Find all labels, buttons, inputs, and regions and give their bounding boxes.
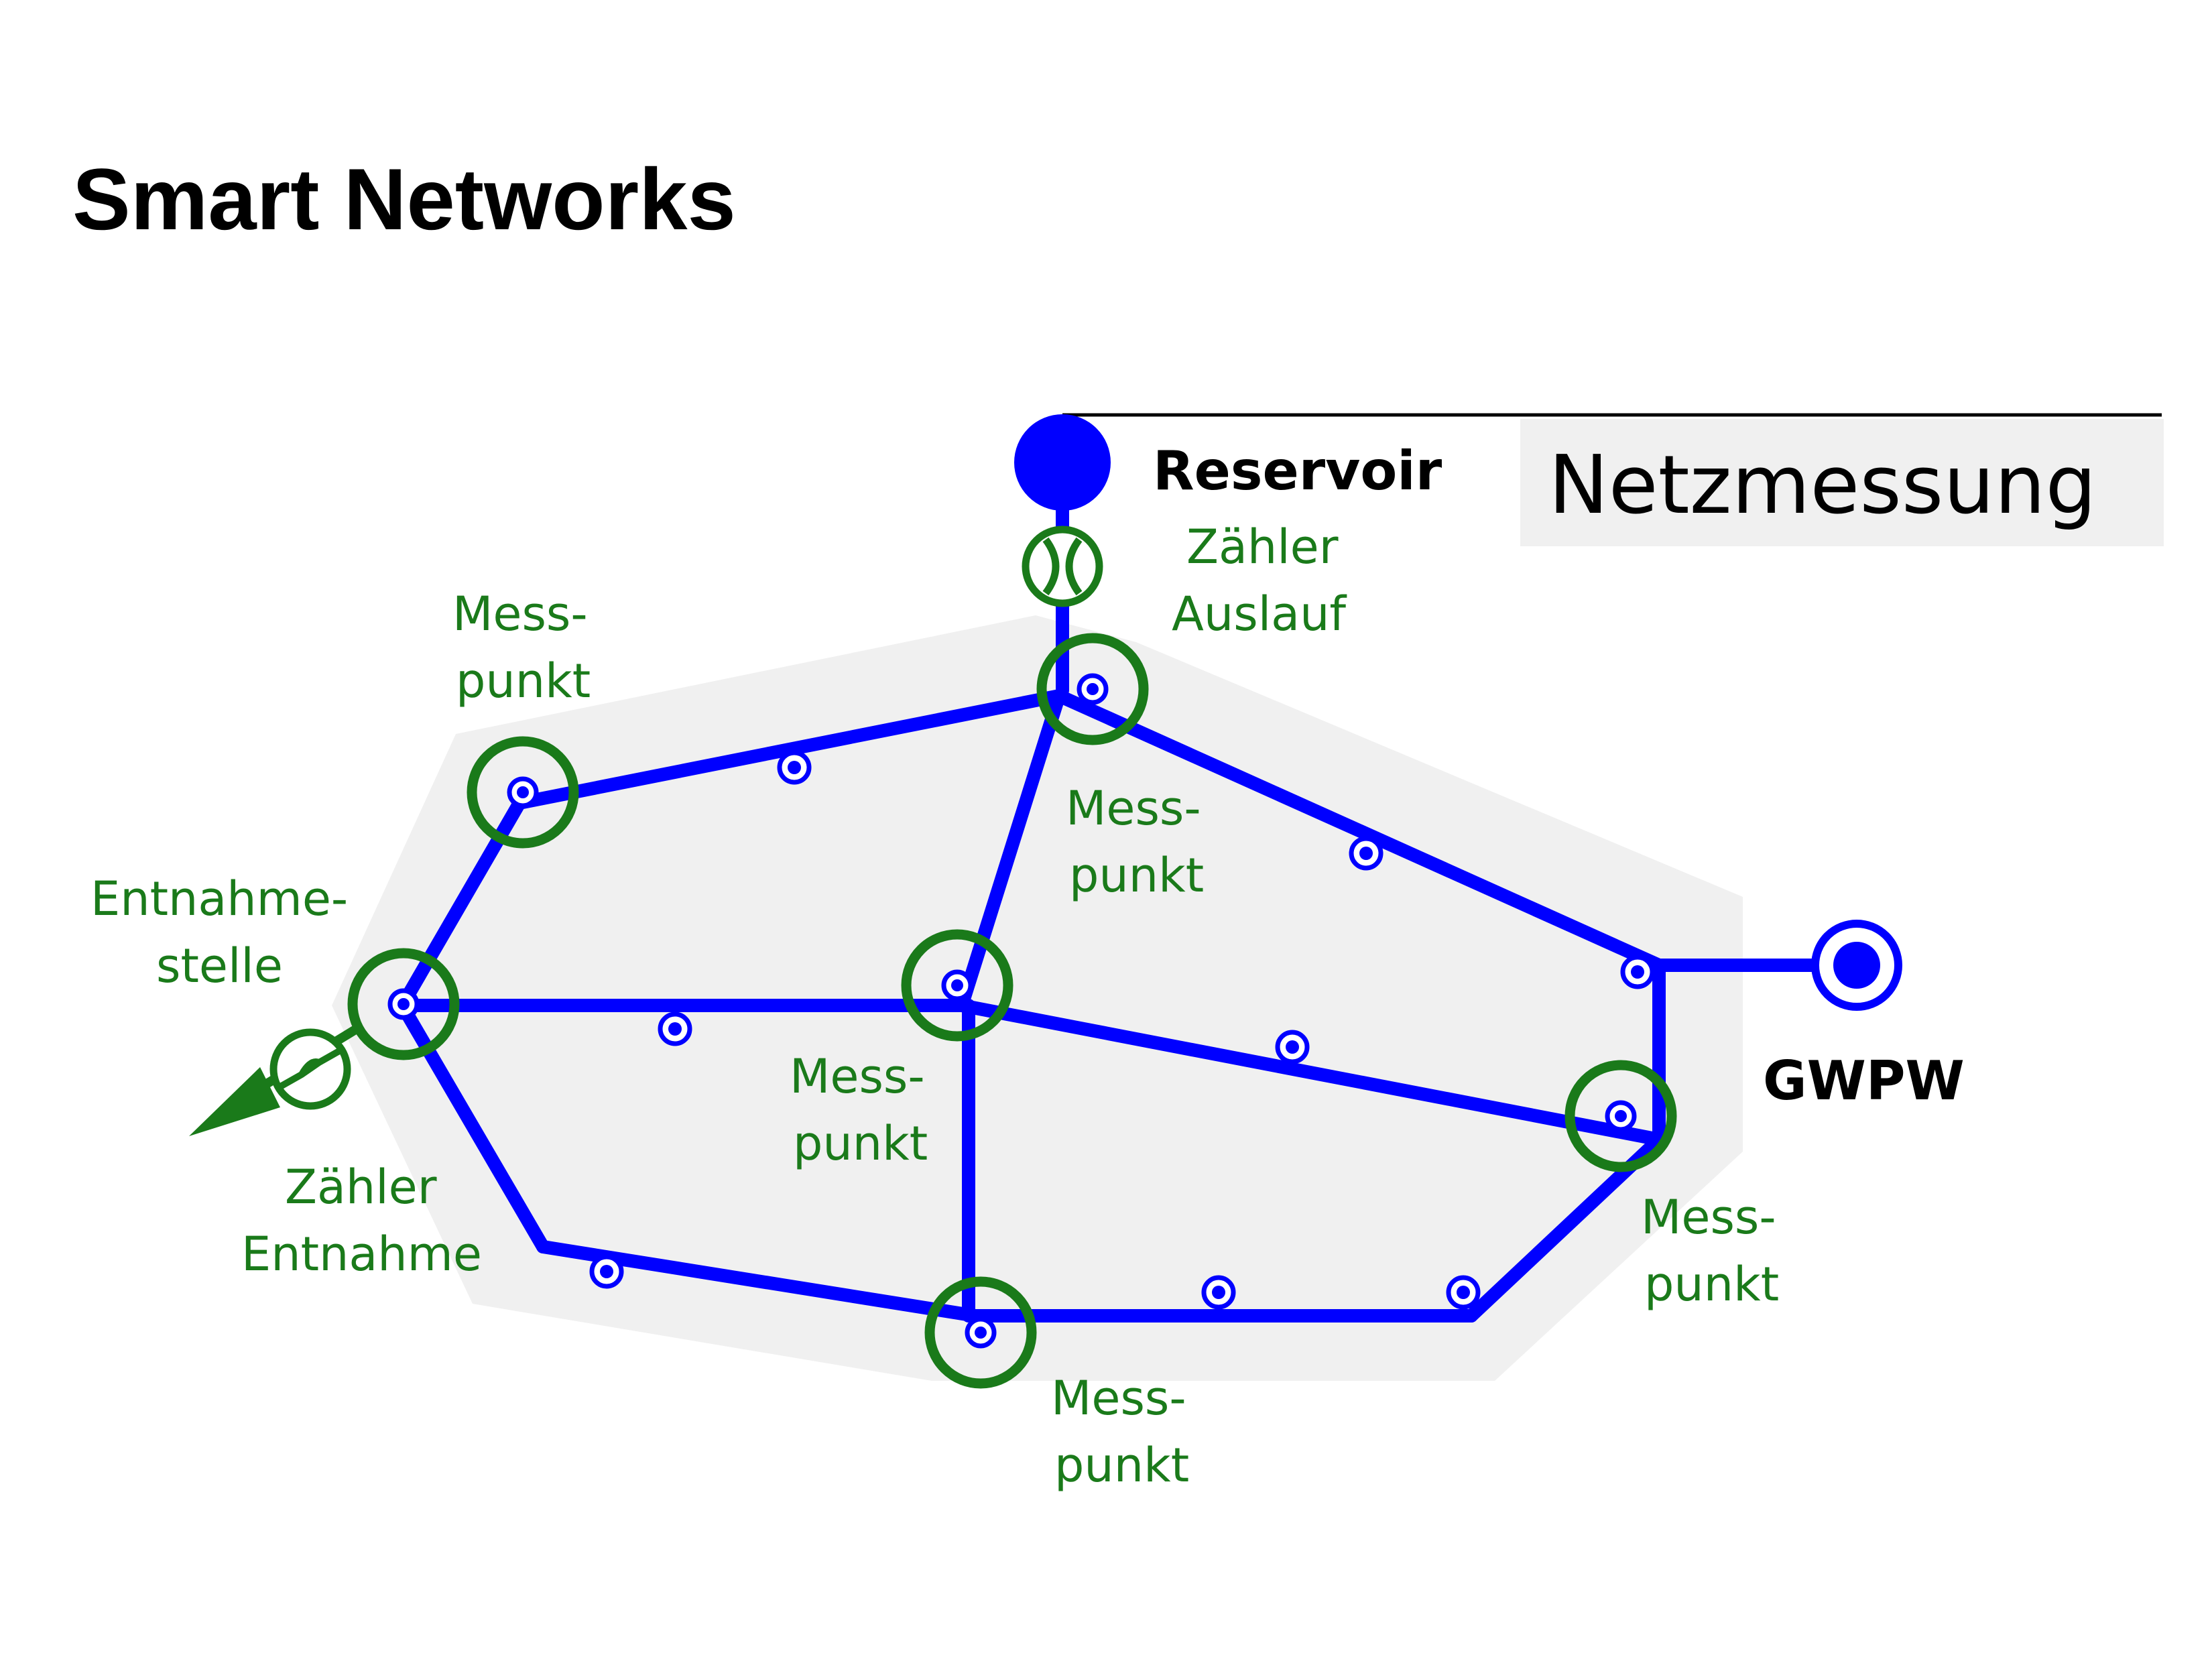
pipe-center-right (955, 999, 1666, 1146)
zaehler-entnahme-line-2: Entnahme (241, 1227, 482, 1282)
pipe-top-left (513, 689, 1066, 810)
node-icon (589, 1254, 624, 1289)
measurement-point-icon (467, 736, 579, 849)
zaehler-entnahme-line-1: Zähler (285, 1160, 437, 1215)
node-icon (1620, 955, 1655, 989)
supply-zone (332, 615, 1743, 1381)
messpunkt-label-top-left: Mess- punkt (452, 587, 603, 709)
zaehler-entnahme-label: Zähler Entnahme (241, 1160, 482, 1282)
zaehler-auslauf-line-2: Auslauf (1172, 587, 1347, 641)
gwpw-label: GWPW (1763, 1050, 1965, 1112)
reservoir-label: Reservoir (1153, 440, 1442, 502)
badge-label: Netzmessung (1548, 439, 2097, 532)
reservoir-icon (1014, 414, 1111, 511)
badge-background (1520, 419, 2164, 546)
pipe-top-right (1052, 689, 1666, 972)
messpunkt-label-bottom: Mess- punkt (1051, 1371, 1201, 1493)
pump-station-icon (1811, 920, 1902, 1011)
pipe-diagonal-center (955, 689, 1066, 1012)
measurement-point-icon (1036, 633, 1149, 745)
network-nodes (589, 750, 1655, 1310)
entnahmestelle-line-1: Entnahme- (90, 871, 348, 926)
messpunkt-label-center: Mess- punkt (790, 1049, 940, 1171)
measurement-points (347, 633, 1677, 1389)
measurement-point-icon (1564, 1060, 1677, 1172)
page-title: Smart Networks (72, 150, 736, 248)
node-icon (1349, 836, 1384, 871)
node-icon (777, 750, 812, 785)
messpunkt-labels: Mess- punkt Mess- punkt Mess- punkt Mess… (452, 587, 1791, 1493)
measurement-point-icon (347, 948, 460, 1060)
extraction-meter-icon (269, 1028, 351, 1110)
node-icon (658, 1011, 692, 1046)
entnahmestelle-label: Entnahme- stelle (90, 871, 363, 993)
node-icon (1201, 1275, 1236, 1310)
messpunkt-label-right: Mess- punkt (1641, 1190, 1791, 1312)
zaehler-auslauf-line-1: Zähler (1186, 519, 1339, 574)
messpunkt-label-top: Mess- punkt (1066, 781, 1216, 903)
measurement-point-icon (901, 929, 1013, 1042)
entnahmestelle-line-2: stelle (156, 938, 283, 993)
node-icon (1446, 1275, 1481, 1310)
zaehler-auslauf-label: Zähler Auslauf (1172, 519, 1353, 641)
measurement-point-icon (924, 1276, 1037, 1389)
node-icon (1275, 1030, 1310, 1064)
flow-meter-icon (1022, 526, 1103, 607)
